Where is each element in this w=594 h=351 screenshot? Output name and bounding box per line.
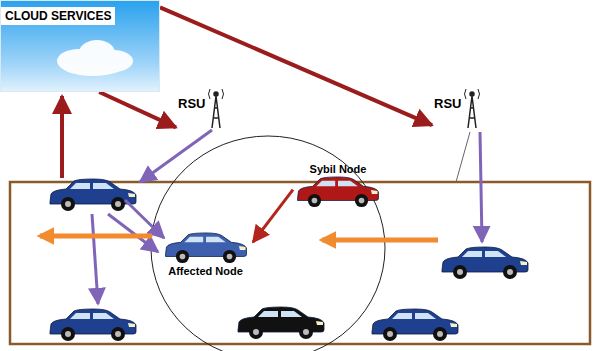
rsu-unit: RSU xyxy=(432,86,488,132)
vehicle xyxy=(238,307,324,339)
rsu-unit: RSU xyxy=(176,86,230,132)
communication-arrow xyxy=(253,190,293,243)
v2i-arrow xyxy=(480,132,482,242)
vehicle xyxy=(50,309,136,341)
communication-arrow xyxy=(160,7,432,125)
communication-arrow xyxy=(99,92,176,127)
vehicle xyxy=(50,179,136,211)
vehicle-icon xyxy=(163,232,249,264)
v2v-arrow xyxy=(92,214,98,304)
box-title: CLOUD SERVICES xyxy=(1,7,115,25)
traffic-direction-arrow xyxy=(40,234,152,239)
rsu-antenna xyxy=(209,89,224,128)
v2v-arrow xyxy=(108,214,158,252)
vehicle xyxy=(442,247,528,279)
rsu-label: RSU xyxy=(176,86,230,111)
cloud-uplink-arrow xyxy=(60,96,64,178)
rsu-link-line xyxy=(456,132,470,182)
road-region xyxy=(10,182,590,344)
rsu-coverage-ellipse xyxy=(151,136,385,351)
vehicle xyxy=(372,309,458,341)
vehicle-icon xyxy=(295,176,381,208)
rsu-label: RSU xyxy=(432,86,488,111)
sybil-node: Sybil Node xyxy=(293,162,383,208)
node-label: Affected Node xyxy=(166,264,245,278)
affected-node: Affected Node xyxy=(158,232,253,278)
cloud-services-box: CLOUD SERVICES xyxy=(0,0,160,92)
node-label: Sybil Node xyxy=(308,162,369,176)
rsu-antenna xyxy=(465,89,480,128)
traffic-direction-arrow xyxy=(322,238,438,243)
v2i-arrow xyxy=(140,130,212,182)
